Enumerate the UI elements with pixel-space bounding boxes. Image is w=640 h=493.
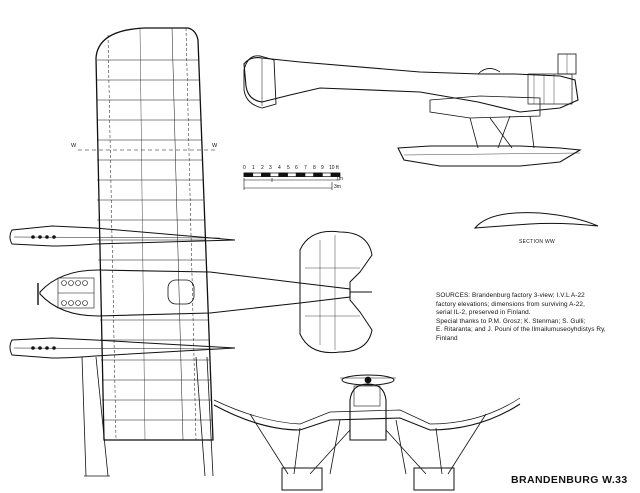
section-label: SECTION WW <box>519 239 556 245</box>
scale-metric-label: 3m <box>334 184 341 190</box>
scale-tick-label: 1 <box>252 165 255 171</box>
sources-line: serial IL-2, preserved in Finland. <box>436 309 531 317</box>
section-ww-airfoil <box>473 212 599 229</box>
scale-tick-label: 2 <box>261 165 264 171</box>
scale-tick-label: 10 ft <box>329 165 339 171</box>
scale-tick-label: 9 <box>321 165 324 171</box>
sources-note: SOURCES: Brandenburg factory 3-view; I.V… <box>436 292 636 344</box>
scale-tick-label: 3 <box>269 165 272 171</box>
scale-metric-label: 1m <box>336 176 343 182</box>
sources-line: Special thanks to P.M. Grosz; K. Stenman… <box>436 317 586 325</box>
drawing-title: BRANDENBURG W.33 <box>511 474 628 486</box>
section-marker-right: W <box>212 143 218 149</box>
plan-view-float-lower <box>9 337 236 359</box>
scale-tick-label: 7 <box>304 165 307 171</box>
scale-tick-label: 6 <box>295 165 298 171</box>
sources-line: Finland <box>436 334 458 342</box>
side-view <box>243 53 582 167</box>
scale-tick-label: 5 <box>287 165 290 171</box>
front-view <box>213 374 521 491</box>
plan-view-wing <box>95 27 214 441</box>
sources-line: E. Ritaranta; and J. Pouni of the Ilmail… <box>436 326 606 334</box>
scale-tick-label: 0 <box>243 165 246 171</box>
scale-tick-label: 8 <box>313 165 316 171</box>
section-marker-left: W <box>71 143 77 149</box>
plan-view-float-upper <box>9 225 236 247</box>
sources-line: SOURCES: Brandenburg factory 3-view; I.V… <box>436 292 585 299</box>
plan-view-fuselage <box>37 230 373 354</box>
scale-bar <box>243 172 341 190</box>
plan-view-float-struts <box>81 356 214 477</box>
sources-line: factory elevations; dimensions from surv… <box>436 300 585 308</box>
scale-tick-label: 4 <box>278 165 281 171</box>
